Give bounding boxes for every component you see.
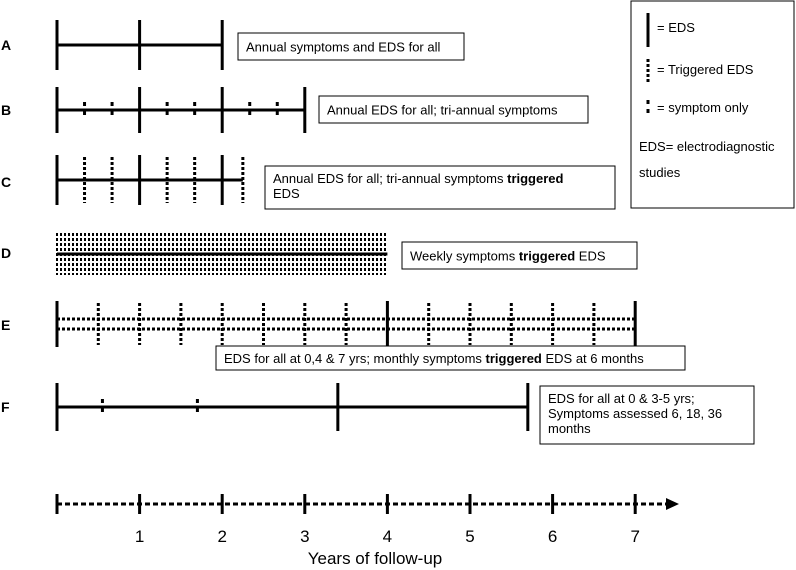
caption-bold-segment: triggered (507, 171, 563, 186)
row-label-d: D (1, 245, 11, 261)
timelines-layer: A B C D E F (1, 20, 637, 431)
axis-tick-label: 4 (383, 527, 392, 546)
row-label-c: C (1, 174, 11, 190)
caption-box-c (264, 165, 616, 210)
row-label-b: B (1, 102, 11, 118)
axis-tick-label: 3 (300, 527, 309, 546)
caption-segment: EDS (575, 249, 606, 264)
caption-segment: Symptoms assessed 6, 18, 36 (548, 406, 722, 421)
caption-text-c: EDS (273, 186, 300, 201)
axis-title: Years of follow-up (308, 549, 443, 568)
legend-box (630, 0, 795, 209)
axis-tick-label: 5 (465, 527, 474, 546)
caption-text-f: months (548, 421, 591, 436)
caption-segment: Annual EDS for all; tri-annual symptoms (327, 103, 558, 118)
legend-note: studies (639, 165, 681, 180)
axis-tick-label: 6 (548, 527, 557, 546)
axis-tick-label: 7 (630, 527, 639, 546)
caption-segment: EDS at 6 months (542, 351, 644, 366)
caption-segment: Annual EDS for all; tri-annual symptoms (273, 171, 507, 186)
axis-tick-label: 1 (135, 527, 144, 546)
caption-box-e (215, 345, 686, 371)
axis-tick-label: 2 (217, 527, 226, 546)
caption-box-b (318, 95, 589, 124)
caption-segment: Weekly symptoms (410, 249, 519, 264)
row-label-a: A (1, 37, 11, 53)
caption-text-f: Symptoms assessed 6, 18, 36 (548, 406, 722, 421)
caption-segment: EDS (273, 186, 300, 201)
caption-text-f: EDS for all at 0 & 3-5 yrs; (548, 391, 695, 406)
caption-segment: Annual symptoms and EDS for all (246, 40, 440, 55)
caption-text-b: Annual EDS for all; tri-annual symptoms (327, 103, 558, 118)
caption-text-a: Annual symptoms and EDS for all (246, 40, 440, 55)
row-label-e: E (1, 317, 10, 333)
caption-bold-segment: triggered (486, 351, 542, 366)
caption-box-f (539, 385, 755, 445)
caption-text-c: Annual EDS for all; tri-annual symptoms … (273, 171, 564, 186)
legend-eds-label: = EDS (657, 20, 695, 35)
caption-box-a (237, 32, 465, 61)
caption-segment: months (548, 421, 591, 436)
row-label-f: F (1, 399, 10, 415)
caption-bold-segment: triggered (519, 249, 575, 264)
caption-segment: EDS for all at 0 & 3-5 yrs; (548, 391, 695, 406)
caption-text-e: EDS for all at 0,4 & 7 yrs; monthly symp… (224, 351, 644, 366)
legend-symptom-label: = symptom only (657, 100, 749, 115)
caption-segment: EDS for all at 0,4 & 7 yrs; monthly symp… (224, 351, 486, 366)
caption-box-d (401, 241, 638, 270)
legend-triggered-label: = Triggered EDS (657, 62, 754, 77)
caption-text-d: Weekly symptoms triggered EDS (410, 249, 606, 264)
axis-arrowhead (666, 498, 679, 510)
legend-note: EDS= electrodiagnostic (639, 139, 775, 154)
